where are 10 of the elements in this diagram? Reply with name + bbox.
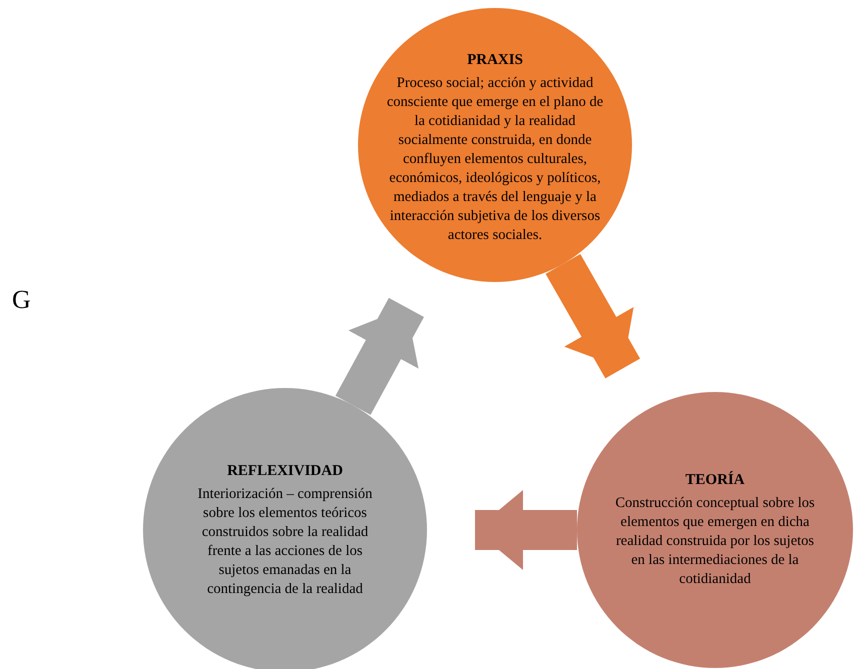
block-arrow [335,298,424,415]
circle-heading: REFLEXIVIDAD [226,462,344,480]
letter-label: G [12,285,31,315]
circle-heading: TEORÍA [684,471,746,490]
block-arrow [546,254,640,378]
circle-description: Proceso social; acción y actividad consciente que emerge en el plano de la cotidianidad y la realidad socialmente construida, en donde confluyen elementos culturales, económicos, ideológicos y políticos, mediados a través del lenguaje y la interacción subjetiva de los diversos actores sociales. [386,74,604,245]
circle-heading: PRAXIS [466,51,524,70]
circle-description: Interiorización – comprensión sobre los elementos teóricos construidos sobre la realidad frente a las acciones de los sujetos emanadas en la contingencia de la realidad [196,484,374,598]
block-arrow [475,490,577,570]
circle-description: Construcción conceptual sobre los elementos que emergen en dicha realidad construida por los sujetos en las intermediaciones de la cotidianidad [615,494,815,589]
